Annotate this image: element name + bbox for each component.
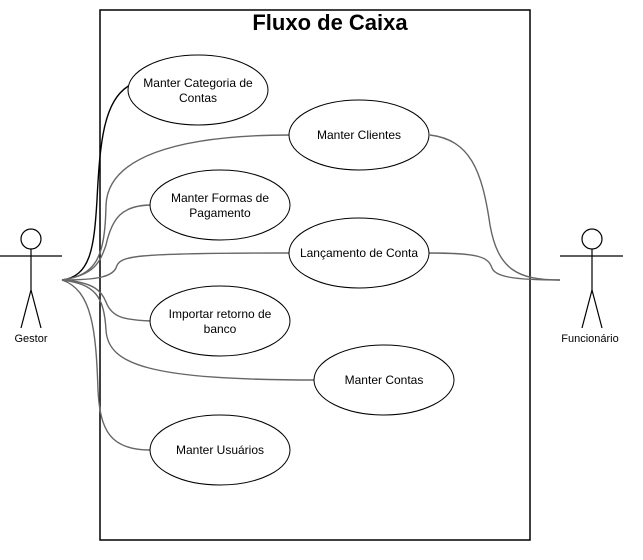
use-case-ellipse xyxy=(313,344,455,416)
use-case-manter-usuarios[interactable]: Manter Usuários xyxy=(149,414,291,486)
use-case-ellipse xyxy=(288,217,430,289)
use-case-label-line-1: Manter Contas xyxy=(345,373,424,387)
actor-head xyxy=(20,228,42,250)
use-case-ellipse xyxy=(149,169,291,241)
use-case-label-line-1: Lançamento de Conta xyxy=(300,246,418,260)
use-case-ellipse xyxy=(149,285,291,357)
actor-label: Funcionário xyxy=(561,333,618,345)
use-case-manter-categoria-de-contas[interactable]: Manter Categoria de Contas xyxy=(127,54,269,126)
association-gestor-importar-retorno-de-banco xyxy=(61,279,153,322)
association-gestor-manter-contas xyxy=(61,279,317,381)
use-case-ellipse xyxy=(127,54,269,126)
association-funcionario-lancamento-de-conta xyxy=(427,252,561,281)
use-case-label-line-1: Importar retorno de xyxy=(169,307,272,321)
use-case-label-line-1: Manter Categoria de xyxy=(143,76,253,90)
use-case-lancamento-de-conta[interactable]: Lançamento de Conta xyxy=(288,217,430,289)
use-case-manter-formas-de-pagamento[interactable]: Manter Formas de Pagamento xyxy=(149,169,291,241)
actor-right-leg xyxy=(30,289,42,329)
use-case-label-line-1: Manter Usuários xyxy=(176,443,264,457)
actor-label: Gestor xyxy=(14,333,47,345)
actor-right-leg xyxy=(591,289,603,329)
association-gestor-manter-clientes xyxy=(61,134,291,281)
actor-left-leg xyxy=(20,289,32,329)
use-case-manter-clientes[interactable]: Manter Clientes xyxy=(288,99,430,171)
association-funcionario-manter-clientes xyxy=(429,134,561,281)
system-title: Fluxo de Caixa xyxy=(252,10,408,35)
actor-head xyxy=(581,228,603,250)
association-gestor-manter-formas-de-pagamento xyxy=(61,204,153,281)
use-case-label-line-1: Manter Clientes xyxy=(317,128,401,142)
use-case-importar-retorno-de-banco[interactable]: Importar retorno de banco xyxy=(149,285,291,357)
actor-left-leg xyxy=(581,289,593,329)
use-case-label-line-2: Contas xyxy=(179,91,217,105)
use-case-ellipse xyxy=(288,99,430,171)
association-gestor-manter-categoria-de-contas xyxy=(61,84,131,281)
use-case-label-line-2: Pagamento xyxy=(189,206,251,220)
use-case-manter-contas[interactable]: Manter Contas xyxy=(313,344,455,416)
use-case-ellipse xyxy=(149,414,291,486)
actor-gestor[interactable]: Gestor xyxy=(0,228,62,345)
association-gestor-manter-usuarios xyxy=(61,279,151,451)
use-case-label-line-2: banco xyxy=(204,322,237,336)
use-case-label-line-1: Manter Formas de xyxy=(171,191,269,205)
actor-funcionario[interactable]: Funcionário xyxy=(560,228,623,345)
association-gestor-lancamento-de-conta xyxy=(61,252,291,281)
associations xyxy=(61,84,561,451)
